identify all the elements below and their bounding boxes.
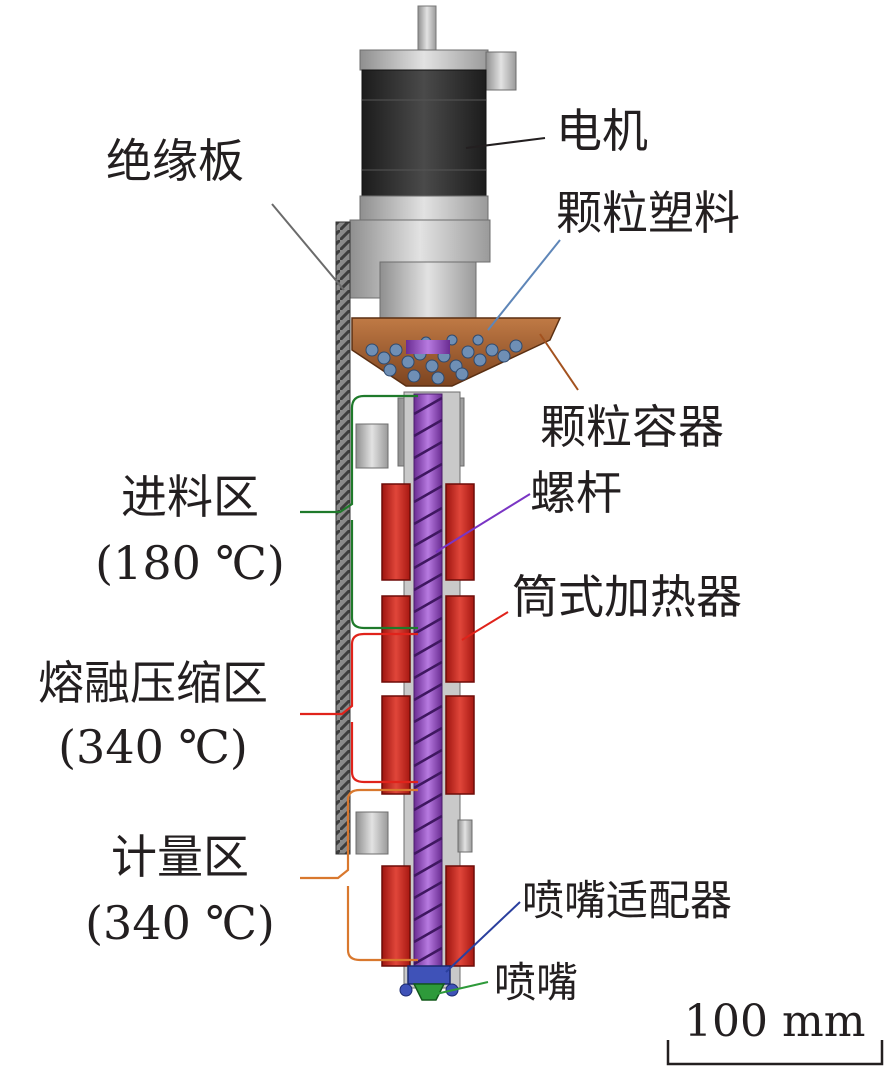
screw-flight — [413, 484, 443, 504]
screw-flight — [413, 528, 443, 548]
metering-zone-temp: (340 ℃) — [85, 896, 275, 950]
screw-flight — [413, 858, 443, 878]
melt-zone-bracket — [300, 632, 418, 784]
screw-flight — [413, 462, 443, 482]
scale-bar-label: 100 mm — [684, 996, 866, 1047]
motor-bottom-flange — [359, 195, 489, 221]
nozzle-adapter — [407, 965, 451, 985]
screw-flight — [413, 704, 443, 724]
insulation-plate — [335, 221, 351, 855]
screw-flight — [413, 814, 443, 834]
motor-leader — [465, 137, 546, 149]
screw-flight — [413, 726, 443, 746]
pellet-plastic-leader — [487, 239, 561, 331]
feed-housing — [355, 423, 389, 469]
nozzle-adapter-leader — [445, 901, 521, 973]
screw-flight — [413, 506, 443, 526]
screw-flight — [413, 440, 443, 460]
screw-flight — [413, 396, 443, 416]
pellet-container-label: 颗粒容器 — [540, 400, 724, 454]
band-heater-label: 筒式加热器 — [512, 570, 742, 624]
screw-flight — [413, 946, 443, 966]
pellet-container — [351, 317, 562, 387]
melt-zone-temp: (340 ℃) — [58, 720, 248, 774]
nozzle — [412, 983, 446, 1001]
scale-bar — [666, 1040, 884, 1066]
coupling-block — [379, 261, 477, 321]
nozzle-leader — [435, 981, 489, 995]
screw-flight — [413, 572, 443, 592]
insulation-leader — [271, 203, 345, 291]
screw-label: 螺杆 — [530, 466, 622, 520]
melt-zone-name: 熔融压缩区 — [38, 656, 268, 710]
motor-body — [361, 69, 487, 197]
screw-flight — [413, 550, 443, 570]
screw-flights — [413, 396, 443, 966]
screw-flight — [413, 418, 443, 438]
screw-flight — [413, 616, 443, 636]
screw-flight — [413, 748, 443, 768]
feed-zone-bracket — [300, 394, 418, 630]
nozzle-adapter-label: 喷嘴适配器 — [522, 876, 733, 925]
motor-connector — [485, 51, 517, 91]
heater-leader — [461, 611, 509, 641]
motor-flange — [359, 49, 489, 71]
screw-flight — [413, 660, 443, 680]
motor-shaft — [417, 5, 437, 53]
screw-flight — [413, 836, 443, 856]
metering-zone-bracket — [300, 788, 418, 962]
motor-label: 电机 — [556, 104, 648, 158]
screw-flight — [413, 902, 443, 922]
screw-leader — [435, 493, 531, 553]
nozzle-label: 喷嘴 — [494, 958, 579, 1007]
screw-flight — [413, 770, 443, 790]
feed-zone-name: 进料区 — [121, 470, 259, 524]
screw-flight — [413, 682, 443, 702]
insulation-plate-label: 绝缘板 — [106, 134, 244, 188]
screw-flight — [413, 638, 443, 658]
pellet-plastic-label: 颗粒塑料 — [556, 186, 740, 240]
screw-flight — [413, 792, 443, 812]
feed-zone-temp: (180 ℃) — [95, 536, 285, 590]
lower-mount — [355, 811, 389, 855]
metering-zone-name: 计量区 — [111, 830, 249, 884]
screw-flight — [413, 924, 443, 944]
pellet-container-leader — [539, 333, 579, 391]
screw-flight — [413, 880, 443, 900]
screw-flight — [413, 594, 443, 614]
